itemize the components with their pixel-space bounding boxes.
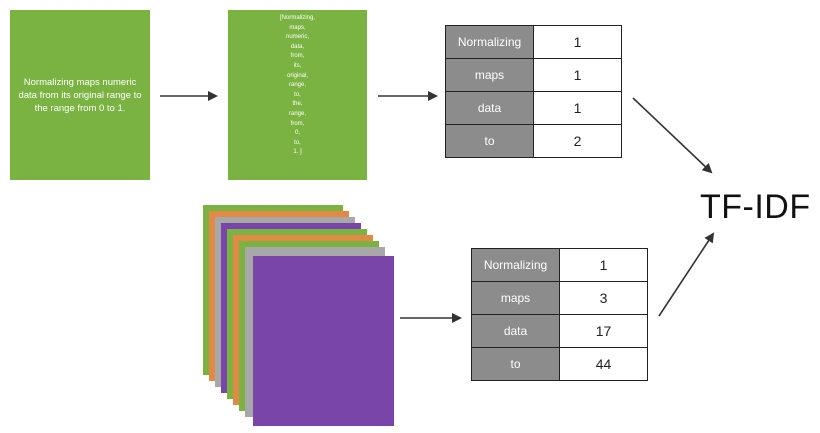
token-close: 1. ] (293, 149, 302, 156)
count-cell: 1 (559, 248, 648, 282)
term-cell: to (445, 124, 534, 158)
count-cell: 1 (533, 25, 622, 59)
token: 0, (294, 130, 300, 137)
count-cell: 44 (559, 347, 648, 381)
table-row: maps 1 (445, 58, 622, 92)
token: from, (290, 53, 305, 60)
token: to, (294, 91, 301, 98)
token: data, (290, 43, 305, 50)
table-row: to 44 (471, 347, 648, 381)
count-cell: 1 (533, 91, 622, 125)
token: maps, (289, 24, 306, 31)
token-open: [Normalizing, (279, 15, 315, 21)
arrow-corpus-table-to-tfidf (658, 232, 715, 317)
token: the, (292, 101, 303, 108)
count-cell: 1 (533, 58, 622, 92)
table-row: data 1 (445, 91, 622, 125)
term-cell: data (445, 91, 534, 125)
term-cell: Normalizing (445, 25, 534, 59)
term-cell: maps (445, 58, 534, 92)
token: from, (290, 120, 305, 127)
sentence-text: Normalizing maps numeric data from its o… (18, 76, 142, 114)
token: range, (288, 110, 306, 117)
tokenized-document: [Normalizing, maps, numeric, data, from,… (228, 10, 367, 180)
token: range, (288, 82, 306, 89)
tfidf-label: TF-IDF (700, 188, 811, 226)
term-cell: to (471, 347, 560, 381)
term-cell: data (471, 314, 560, 348)
document-term-frequency-table: Normalizing 1 maps 1 data 1 to 2 (445, 25, 622, 158)
term-cell: maps (471, 281, 560, 315)
table-row: Normalizing 1 (471, 248, 648, 282)
token: numeric, (285, 34, 309, 41)
arrow-table-to-tfidf (632, 97, 713, 174)
token: its, (293, 62, 302, 69)
table-row: to 2 (445, 124, 622, 158)
token: to, (294, 139, 301, 146)
term-cell: Normalizing (471, 248, 560, 282)
sentence-document: Normalizing maps numeric data from its o… (10, 10, 150, 180)
corpus-document-frequency-table: Normalizing 1 maps 3 data 17 to 44 (471, 248, 648, 381)
token-list: [Normalizing, maps, numeric, data, from,… (280, 14, 315, 158)
token: original, (286, 72, 308, 79)
corpus-document (253, 256, 394, 426)
table-row: Normalizing 1 (445, 25, 622, 59)
table-row: data 17 (471, 314, 648, 348)
count-cell: 2 (533, 124, 622, 158)
count-cell: 17 (559, 314, 648, 348)
